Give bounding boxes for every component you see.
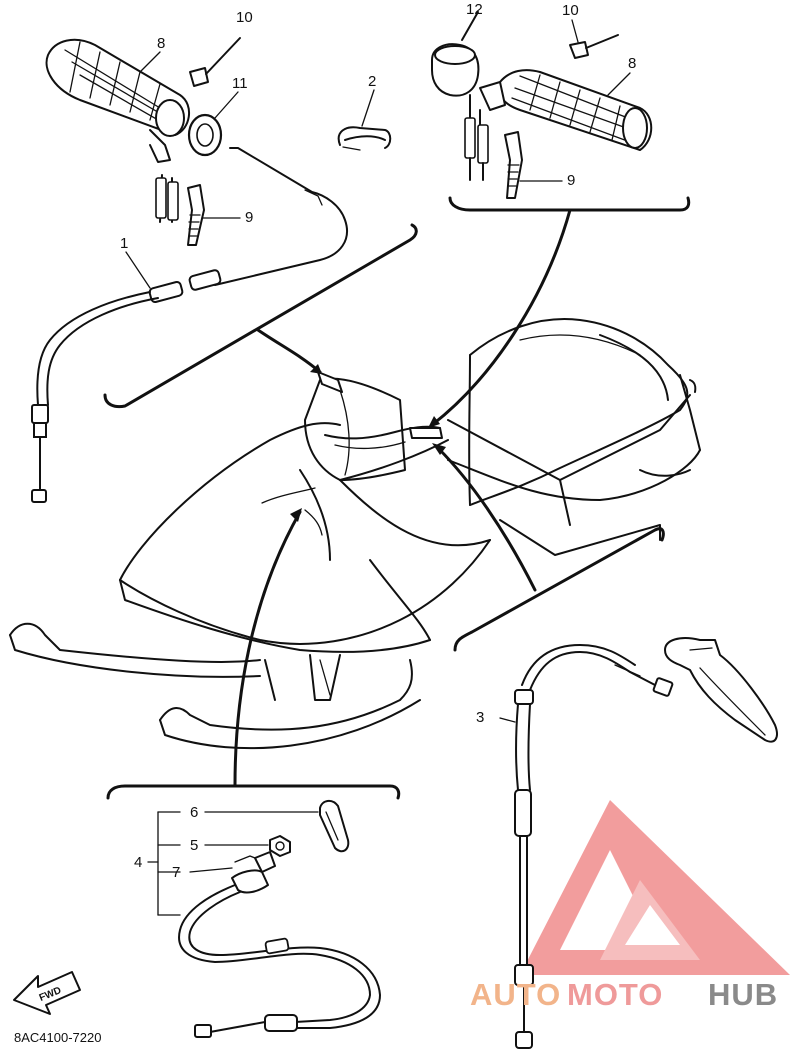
callout-7: 7 bbox=[172, 864, 180, 881]
fwd-arrow-icon: FWD bbox=[13, 971, 81, 1015]
callout-5: 5 bbox=[190, 837, 198, 854]
watermark-text: AUTO MOTO HUB bbox=[470, 977, 778, 1012]
callout-labels: 1 2 3 4 5 6 7 8 8 9 9 10 10 11 12 bbox=[120, 1, 636, 881]
callout-4: 4 bbox=[134, 854, 142, 871]
watermark-auto: AUTO bbox=[470, 977, 561, 1012]
callout-10-left: 10 bbox=[236, 9, 253, 26]
part-code: 8AC4100-7220 bbox=[14, 1030, 101, 1045]
callout-1: 1 bbox=[120, 235, 128, 252]
callout-10-right: 10 bbox=[562, 2, 579, 19]
snowmobile-body bbox=[9, 318, 701, 750]
callout-2: 2 bbox=[368, 73, 376, 90]
detail-brackets bbox=[103, 196, 691, 800]
callout-3: 3 bbox=[476, 709, 484, 726]
watermark-moto: MOTO bbox=[567, 977, 663, 1012]
watermark-logo bbox=[520, 800, 790, 975]
callout-8-left: 8 bbox=[157, 35, 165, 52]
choke-cable-assembly bbox=[147, 800, 381, 1038]
callout-8-right: 8 bbox=[628, 55, 636, 72]
callout-6: 6 bbox=[190, 804, 198, 821]
callout-12: 12 bbox=[466, 1, 483, 18]
callout-11: 11 bbox=[232, 75, 248, 92]
right-grip-assembly bbox=[431, 11, 653, 199]
leader-arrows bbox=[233, 208, 572, 787]
left-grip-assembly bbox=[31, 37, 392, 503]
callout-9-left: 9 bbox=[245, 209, 253, 226]
watermark-hub: HUB bbox=[708, 977, 778, 1012]
callout-9-right: 9 bbox=[567, 172, 575, 189]
brake-lever-assembly bbox=[499, 637, 778, 1049]
